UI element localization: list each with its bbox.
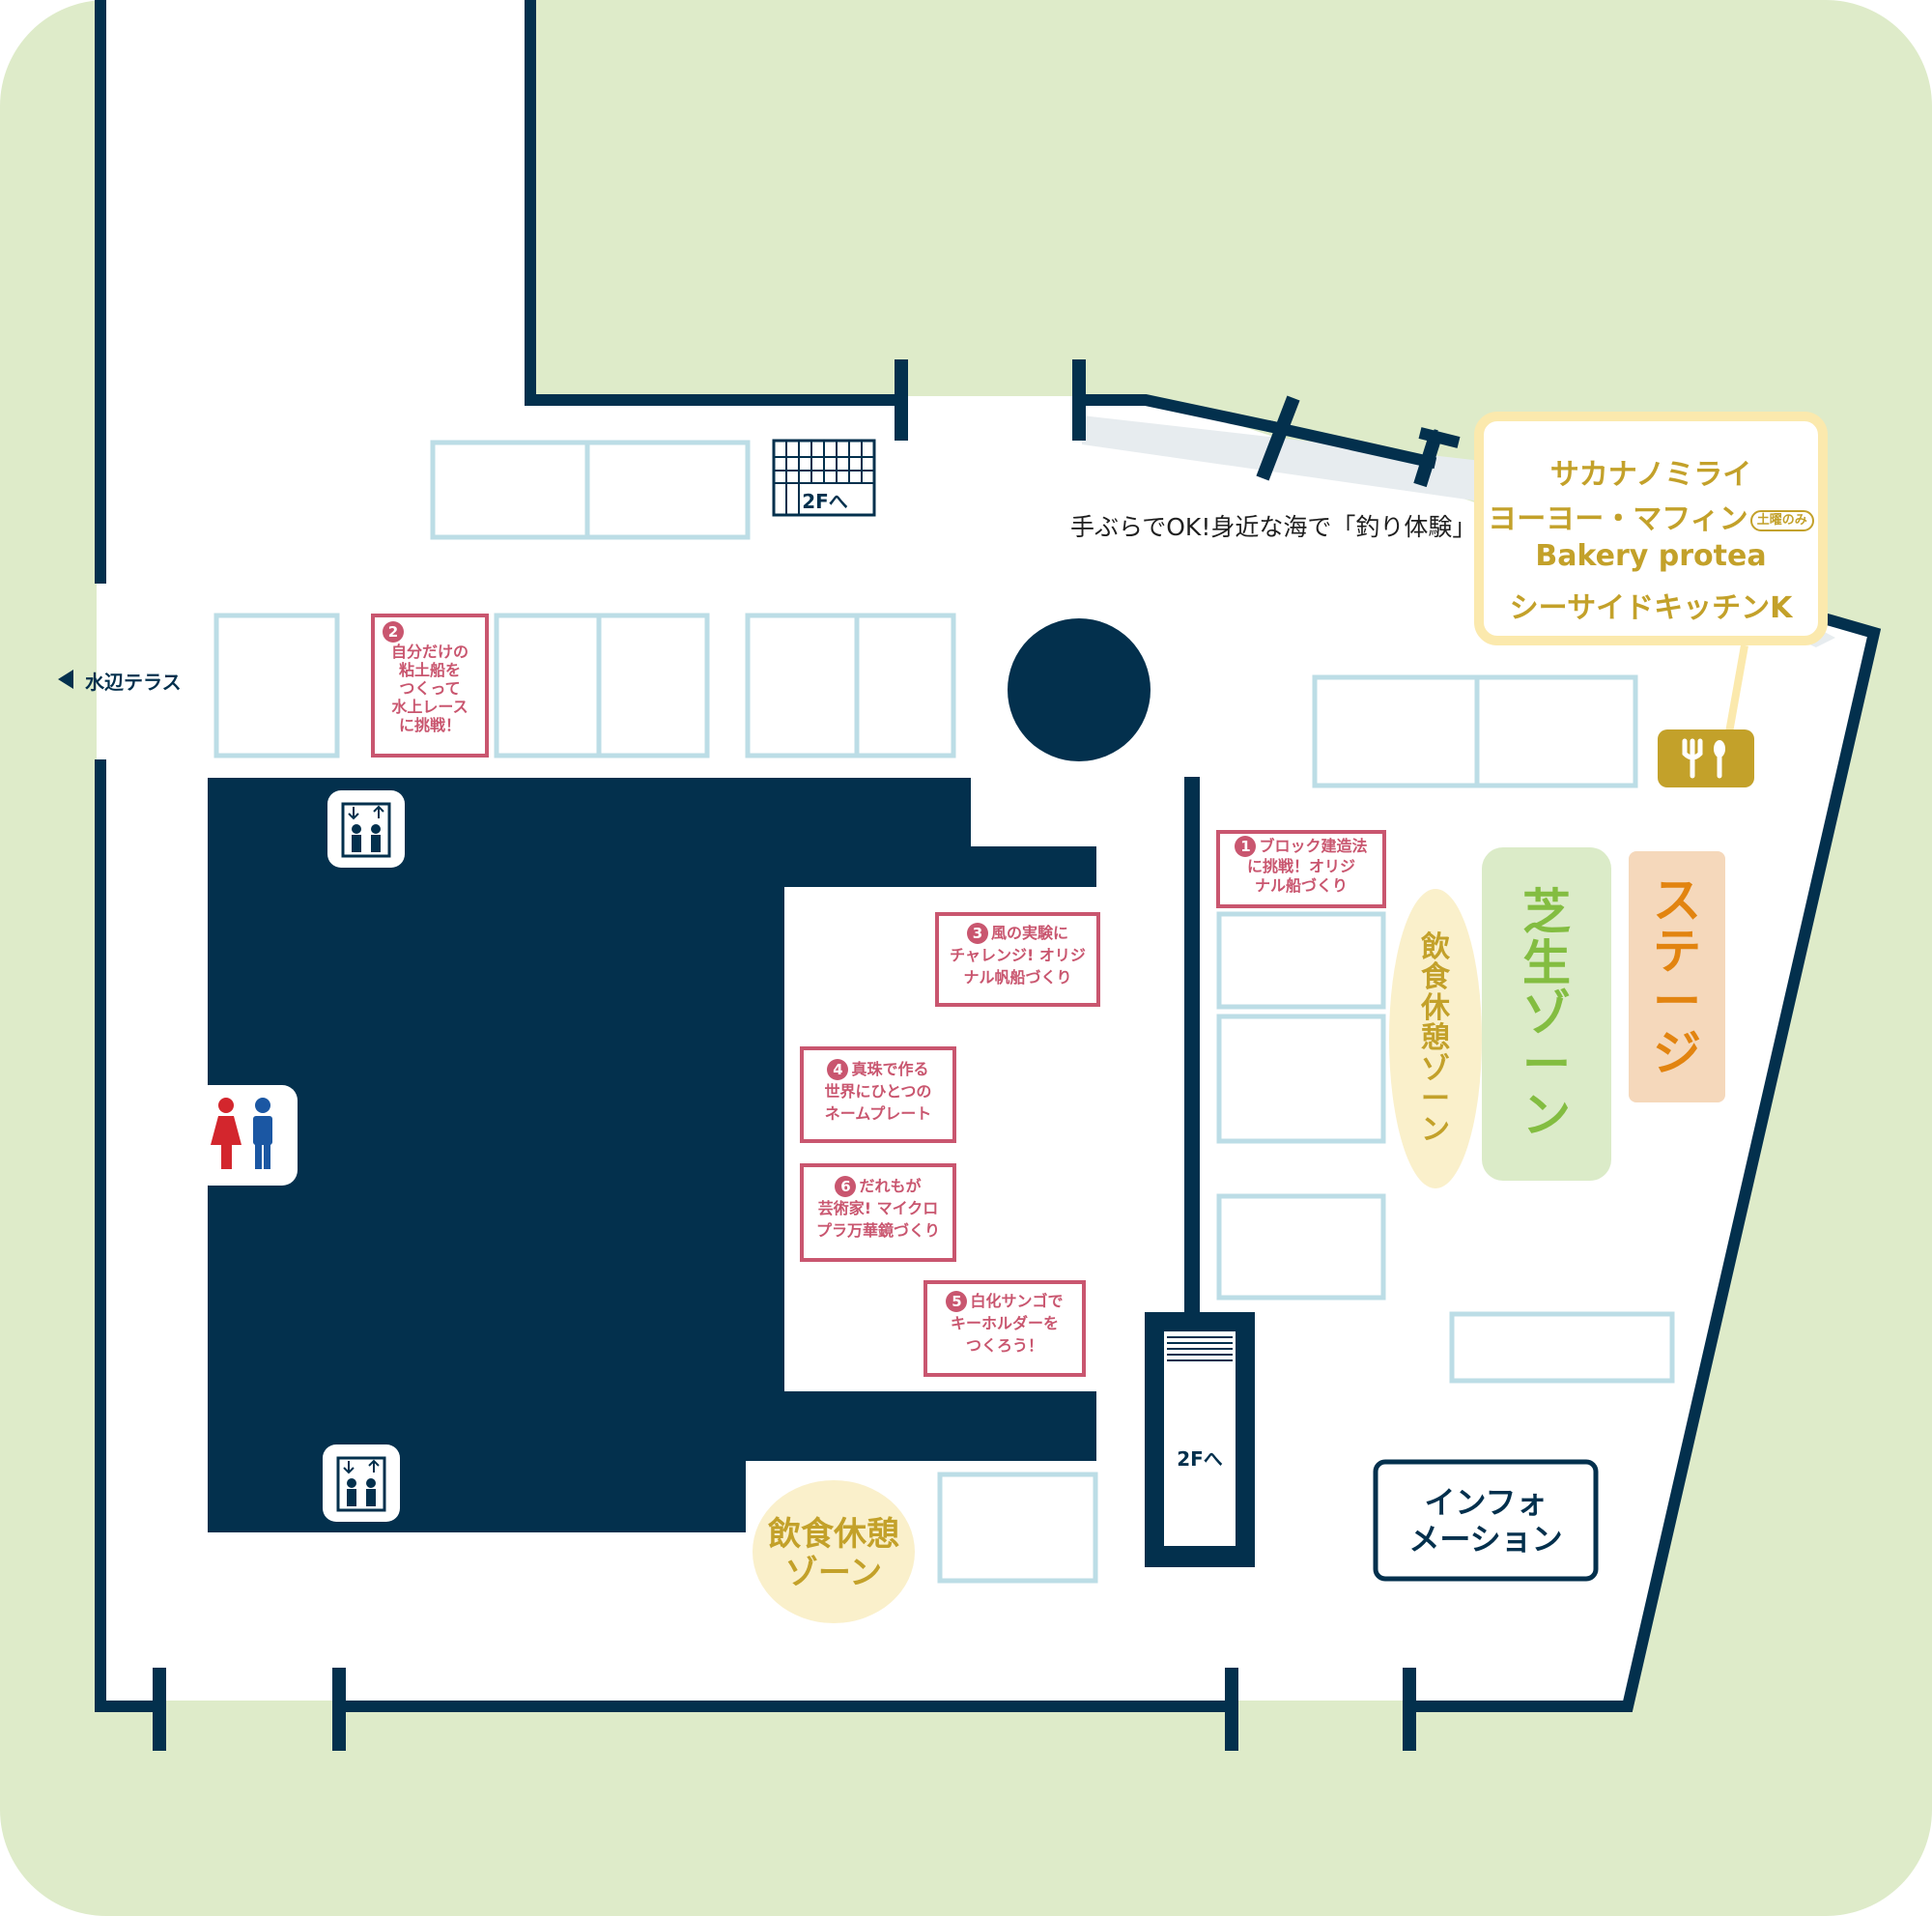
rest-zone-bottom-line-1: 飲食休憩 — [768, 1515, 899, 1554]
saturday-only-tag: 土曜のみ — [1749, 509, 1814, 531]
activity-number-row: 2 — [375, 621, 485, 643]
stairs-2f-right-label: 2Fへ — [1177, 1447, 1223, 1471]
zone-char: ジ — [1653, 1024, 1701, 1081]
rest-zone-right: 飲 食 休 憩 ゾ ー ン — [1389, 889, 1482, 1188]
activity-text: つくろう！ — [965, 1336, 1043, 1355]
zone-char: ー — [1522, 1036, 1571, 1093]
zone-char: 憩 — [1421, 1021, 1450, 1056]
booths — [213, 440, 1675, 1584]
activity-text: 自分だけの — [390, 643, 469, 661]
stairs-2f-top-label: 2Fへ — [802, 490, 848, 513]
round-pillar — [1008, 618, 1151, 761]
zone-char: ン — [1421, 1112, 1450, 1147]
activity-text: プラ万華鏡づくり — [815, 1221, 940, 1240]
activity-number: 6 — [835, 1176, 857, 1197]
zone-char: 飲 — [1421, 929, 1450, 964]
zone-char: ー — [1653, 974, 1701, 1030]
activity-number: 1 — [1235, 836, 1257, 857]
rest-zone-bottom-line-2: ゾーン — [784, 1554, 883, 1592]
activity-text: ブロック建造法 — [1259, 837, 1368, 855]
information-box — [1373, 1459, 1599, 1582]
shop-name: ヨーヨー・マフィン — [1488, 502, 1748, 536]
information-line-2: メーション — [1408, 1521, 1563, 1558]
rest-zone-right-bg — [1389, 889, 1482, 1188]
zone-char: 芝 — [1522, 884, 1571, 941]
zone-char: テ — [1653, 923, 1701, 980]
activity-text: 真珠で作る — [851, 1060, 929, 1078]
information-label: インフォ メーション — [1376, 1484, 1596, 1558]
activity-text: つくって — [399, 679, 461, 698]
food-shop-callout: サカナノミライ ヨーヨー・マフィン土曜のみ Bakery protea シーサイ… — [1474, 412, 1828, 645]
activity-number: 3 — [966, 923, 988, 944]
activity-text: に挑戦！オリジ — [1246, 857, 1355, 875]
zone-char: ー — [1421, 1082, 1450, 1117]
central-building — [208, 778, 1096, 1532]
activity-text: 粘土船を — [398, 661, 461, 679]
exit-west-label: 水辺テラス — [85, 671, 182, 694]
shop-name: シーサイドキッチンK — [1509, 591, 1793, 625]
activity-text: 世界にひとつの — [824, 1082, 932, 1101]
callout-connector — [1725, 644, 1748, 733]
stairs-inner — [1164, 1331, 1236, 1546]
activity-text: に挑戦！ — [398, 716, 461, 734]
activity-number: 5 — [946, 1291, 968, 1312]
shop-name-with-tag: ヨーヨー・マフィン土曜のみ — [1484, 495, 1818, 537]
activity-text: ナル船づくり — [1254, 876, 1348, 895]
activity-booth-2: 2 自分だけの 粘土船を つくって 水上レース に挑戦！ — [375, 621, 485, 734]
activity-text: 風の実験に — [990, 924, 1068, 942]
activity-text: ナル帆船づくり — [963, 968, 1072, 987]
zone-char: ゾ — [1522, 986, 1571, 1043]
walls — [95, 0, 1882, 1712]
elevator-icon — [323, 1444, 400, 1522]
shadow-strip — [1082, 415, 1835, 647]
stage-bg — [1629, 851, 1725, 1102]
fork-spoon-icon — [1658, 729, 1754, 787]
activity-number: 2 — [383, 621, 404, 643]
wall-segment — [1418, 427, 1461, 448]
activity-text: だれもが — [859, 1177, 922, 1195]
activity-text: ネームプレート — [824, 1104, 932, 1123]
zone-char: ゾ — [1421, 1051, 1450, 1086]
activity-text: 白化サンゴで — [970, 1292, 1064, 1310]
activity-text: 水上レース — [391, 698, 469, 716]
triangle-left-icon — [58, 670, 73, 689]
activity-text: 芸術家! マイクロ — [817, 1199, 939, 1217]
door-caps — [153, 359, 1442, 1751]
zone-char: 生 — [1522, 934, 1571, 991]
lawn-zone-bg — [1482, 847, 1611, 1181]
stage-zone: ス テ ー ジ — [1629, 851, 1725, 1102]
shop-name: Bakery protea — [1535, 539, 1767, 573]
information-line-1: インフォ — [1424, 1484, 1548, 1521]
activity-text: キーホルダーを — [950, 1314, 1059, 1332]
zone-char: ス — [1653, 872, 1701, 929]
restroom-icon — [193, 1085, 298, 1186]
shop-name: サカナノミライ — [1549, 458, 1752, 492]
partition-wall — [1184, 777, 1200, 1320]
stairs-steps — [1167, 1336, 1233, 1361]
zone-char: 食 — [1421, 960, 1450, 995]
fork-spoon-glyph — [1682, 738, 1725, 779]
rest-zone-bottom: 飲食休憩 ゾーン — [753, 1515, 915, 1592]
top-stairs-steps — [774, 441, 874, 515]
zone-char: ン — [1522, 1087, 1571, 1144]
activity-text: チャレンジ! オリジ — [950, 946, 1086, 964]
rest-zone-bottom-bg — [753, 1480, 915, 1623]
elevator-icon — [327, 790, 405, 868]
lawn-zone: 芝 生 ゾ ー ン — [1482, 847, 1611, 1181]
activity-number: 4 — [827, 1059, 849, 1080]
zone-char: 休 — [1421, 990, 1450, 1025]
